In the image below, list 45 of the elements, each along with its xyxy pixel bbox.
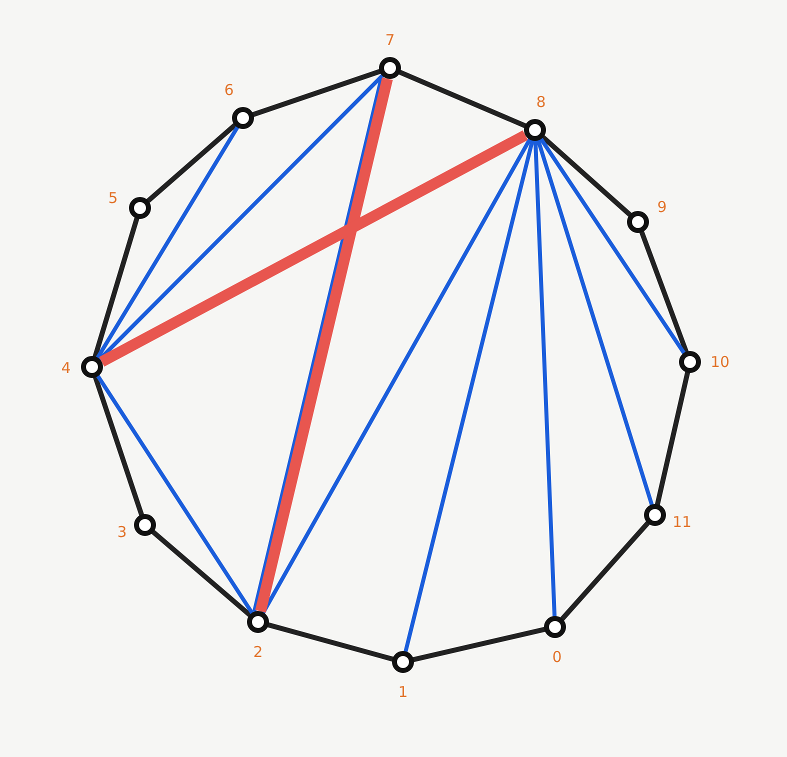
vertex-circle bbox=[543, 615, 567, 639]
chord-line bbox=[539, 137, 686, 355]
chord-line bbox=[404, 138, 534, 654]
polygon-edge bbox=[150, 530, 252, 618]
vertex-circle bbox=[231, 106, 255, 130]
vertex-number: 9 bbox=[657, 199, 667, 215]
vertex-number: 10 bbox=[710, 354, 730, 370]
polygon-edge bbox=[266, 622, 395, 662]
vertex-number: 0 bbox=[552, 649, 562, 665]
vertex-circle bbox=[246, 610, 270, 634]
vertex-circle bbox=[378, 56, 402, 80]
vertex-number: 4 bbox=[61, 360, 71, 376]
vertex-circle bbox=[678, 350, 702, 374]
vertex-circle bbox=[133, 513, 157, 537]
vertex-number: 3 bbox=[117, 524, 127, 540]
polygon-edge bbox=[540, 134, 632, 218]
chord-line bbox=[96, 374, 254, 615]
polygon-edge bbox=[411, 626, 547, 662]
vertex-number: 1 bbox=[398, 684, 408, 700]
highlighted-chord bbox=[99, 130, 528, 367]
vertex-circle bbox=[80, 355, 104, 379]
vertex-circle bbox=[626, 210, 650, 234]
vertex-number: 5 bbox=[108, 190, 118, 206]
vertex-number: 6 bbox=[224, 82, 234, 98]
vertex-number: 8 bbox=[536, 94, 546, 110]
chord-line bbox=[261, 138, 532, 614]
chord-line bbox=[536, 138, 654, 506]
vertex-circle bbox=[523, 118, 547, 142]
polygon-edge bbox=[92, 216, 140, 359]
polygon-edge bbox=[146, 122, 238, 204]
chord-line bbox=[533, 139, 557, 618]
polygon-edge bbox=[560, 520, 650, 622]
vertex-circle bbox=[643, 503, 667, 527]
polygon-edge bbox=[654, 370, 690, 507]
chord-line bbox=[98, 74, 384, 362]
polygon-edge bbox=[250, 69, 382, 117]
polygon-edge bbox=[398, 70, 528, 128]
vertex-circle bbox=[128, 196, 152, 220]
vertex-circle bbox=[391, 650, 415, 674]
vertex-number: 2 bbox=[253, 644, 263, 660]
polygon-edge bbox=[639, 230, 689, 354]
polygon-edge bbox=[93, 374, 144, 518]
vertex-number: 11 bbox=[672, 514, 692, 530]
chord-line bbox=[96, 125, 240, 360]
vertex-number: 7 bbox=[385, 32, 395, 48]
